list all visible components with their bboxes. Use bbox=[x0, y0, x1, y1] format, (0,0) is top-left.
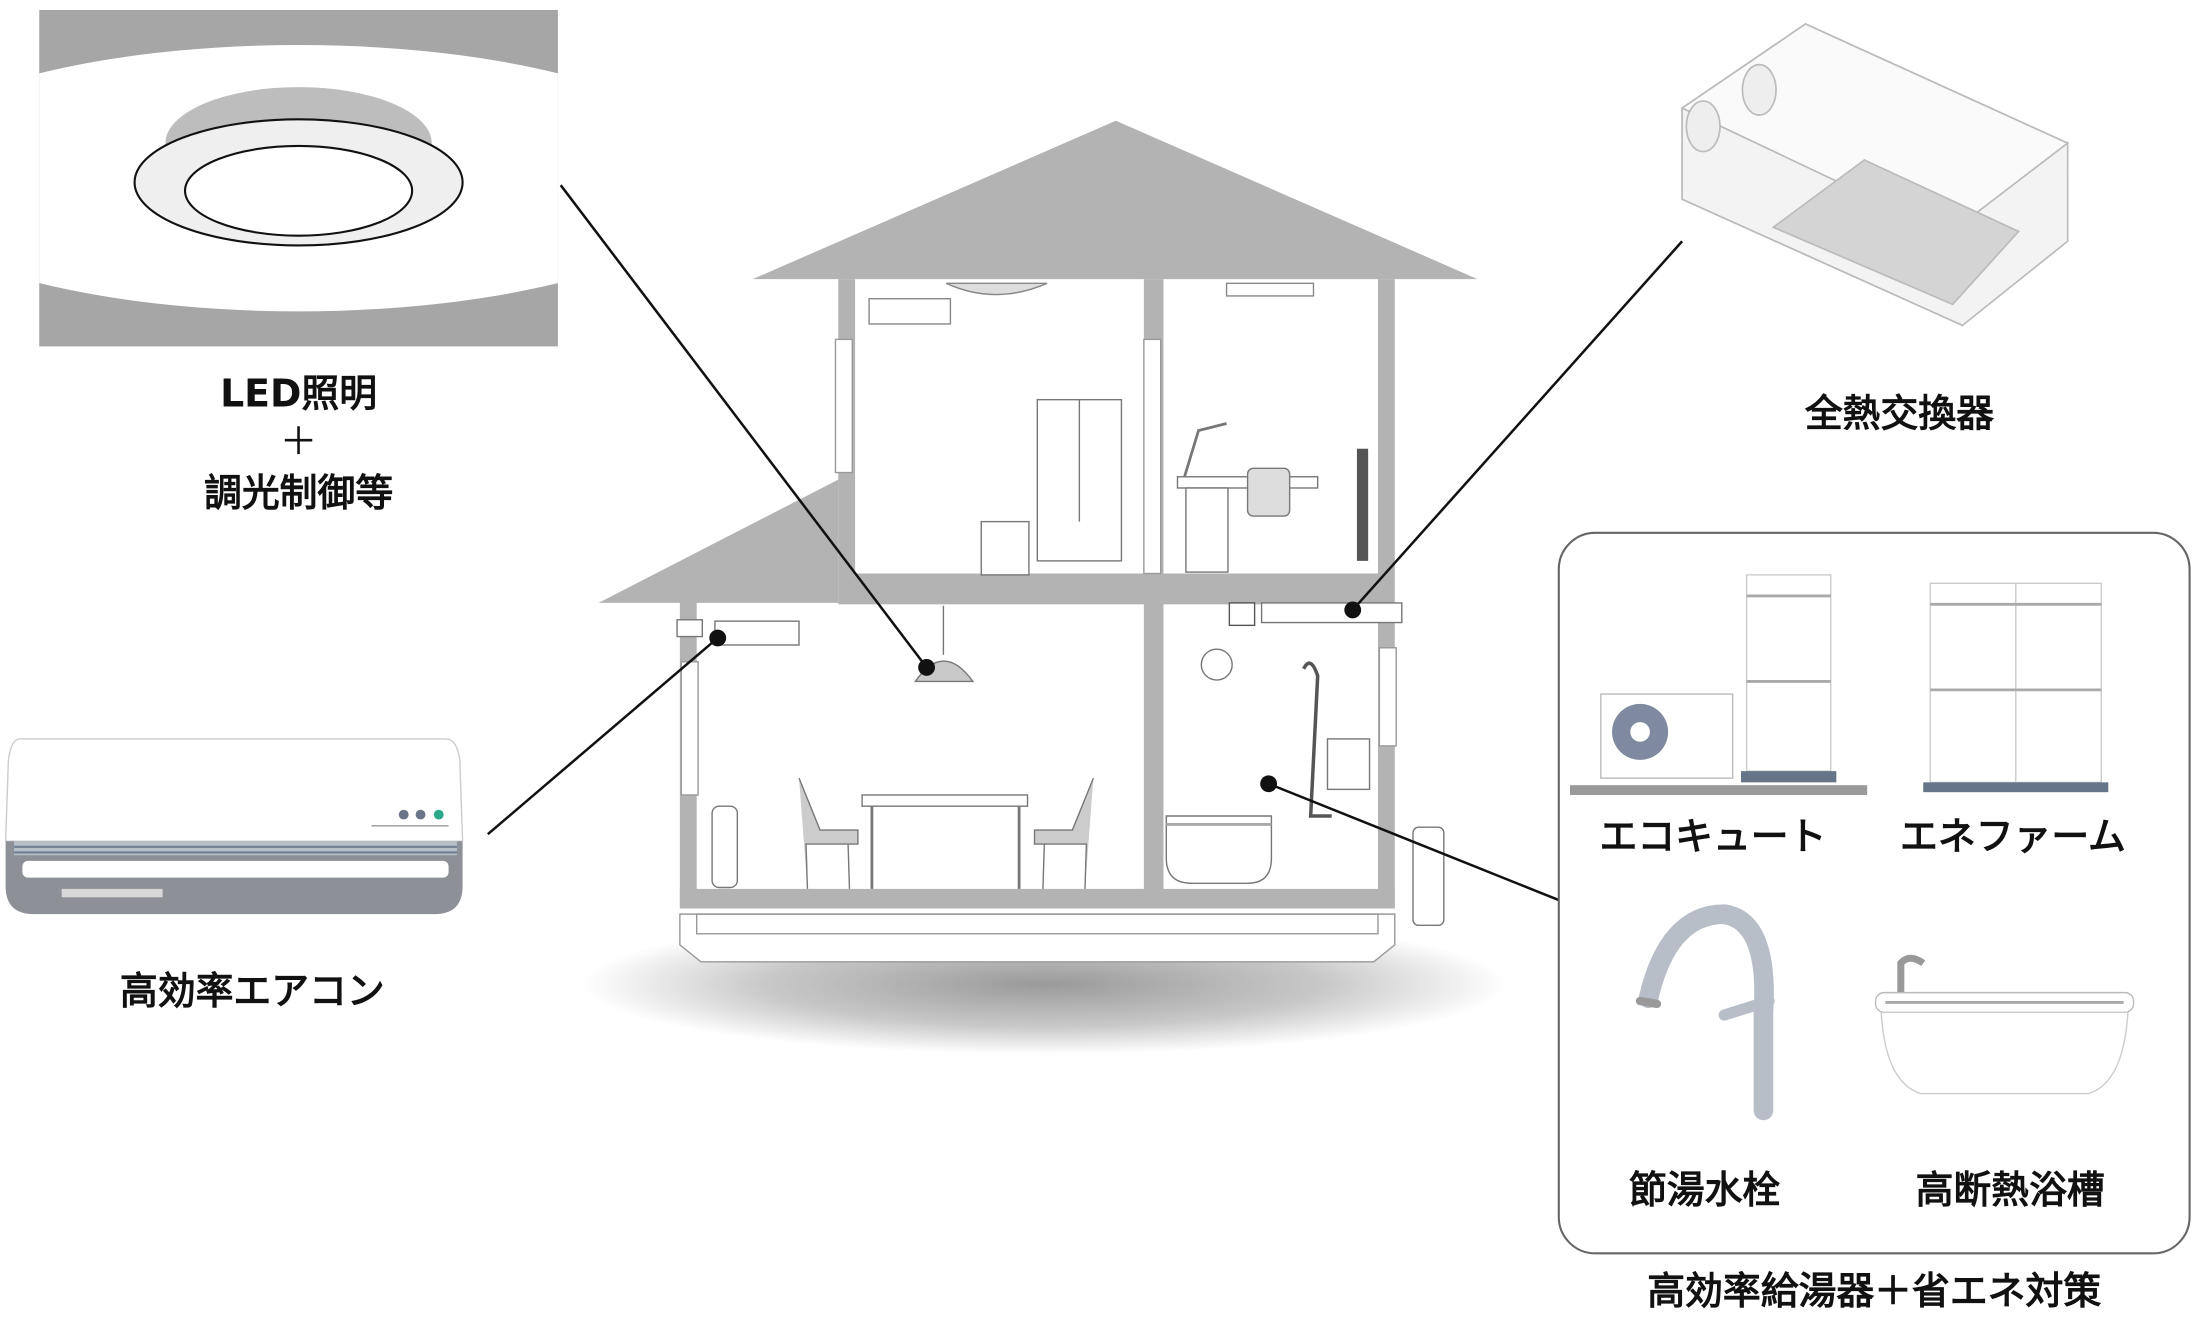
enefarm-label: エネファーム bbox=[1900, 815, 2126, 859]
heat-exchanger-image bbox=[1680, 23, 2070, 327]
faucet-image bbox=[1635, 904, 1775, 1121]
aircon-label: 高効率エアコン bbox=[120, 969, 385, 1013]
led-plus-label: ＋ bbox=[280, 419, 318, 463]
leader-lines bbox=[487, 184, 1684, 902]
led-light-image bbox=[39, 9, 558, 347]
heat-exchanger-pointer-dot bbox=[1344, 601, 1362, 619]
water-heater-pointer-dot bbox=[1260, 775, 1278, 793]
faucet-label: 節湯水栓 bbox=[1629, 1168, 1780, 1212]
ecocute-label: エコキュート bbox=[1599, 815, 1826, 859]
aircon-pointer-dot bbox=[709, 629, 727, 647]
aircon-indicator-led bbox=[433, 809, 444, 820]
panel-caption: 高効率給湯器＋省エネ対策 bbox=[1647, 1269, 2101, 1313]
aircon-image bbox=[4, 738, 464, 915]
bathtub-label: 高断熱浴槽 bbox=[1916, 1168, 2105, 1212]
led-pointer-dot bbox=[918, 659, 935, 676]
house-cross-section bbox=[581, 120, 1507, 1055]
bathtub-image bbox=[1874, 954, 2135, 1095]
enefarm-image bbox=[1923, 582, 2109, 793]
ecocute-image bbox=[1570, 574, 1868, 795]
heat-exchanger-label: 全熱交換器 bbox=[1804, 391, 1995, 435]
led-label: LED照明 bbox=[220, 372, 377, 416]
led-dimming-label: 調光制御等 bbox=[204, 471, 393, 515]
